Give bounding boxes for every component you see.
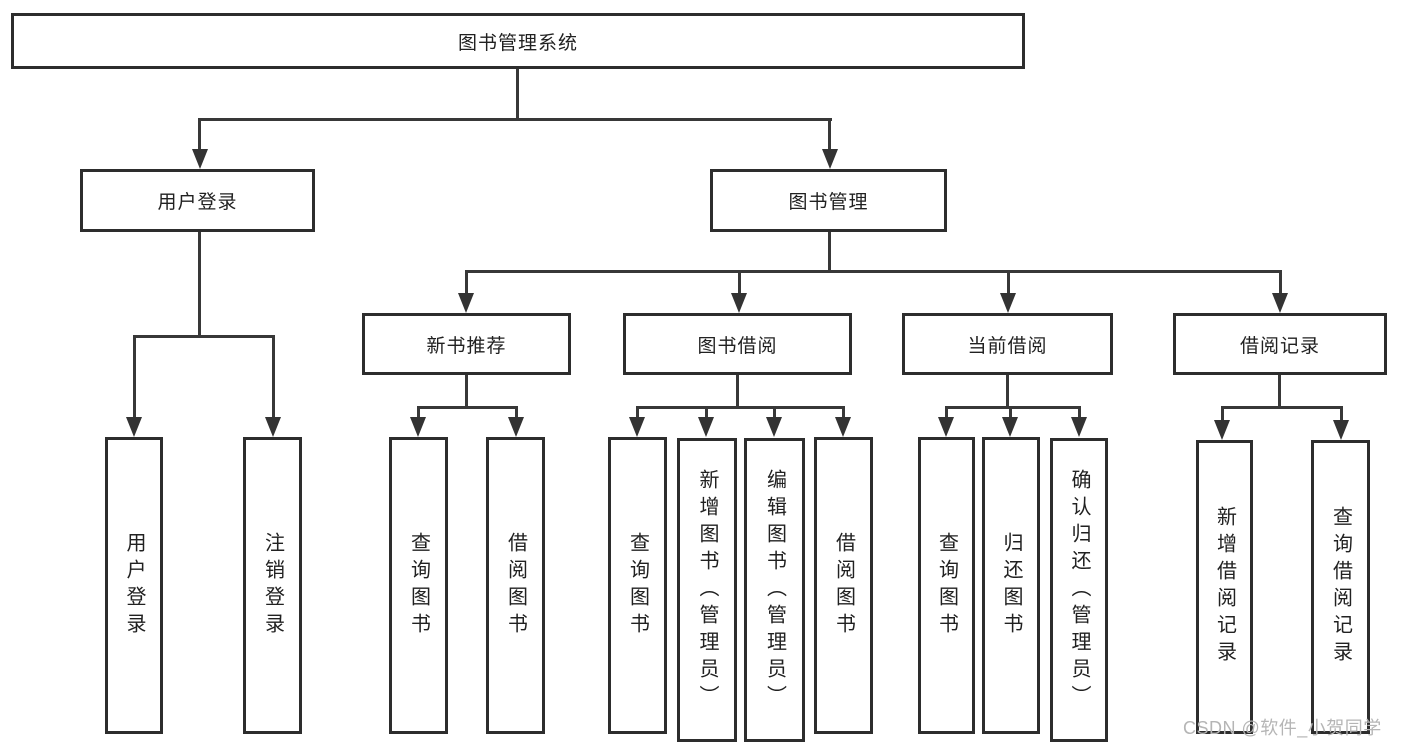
connector-line <box>1006 375 1009 409</box>
csdn-watermark: CSDN @软件_小贺同学 <box>1183 718 1382 738</box>
connector-line <box>705 406 708 420</box>
connector-arrow <box>126 417 142 437</box>
connector-line <box>1340 406 1343 422</box>
connector-line <box>828 118 831 151</box>
connector-line <box>842 406 845 420</box>
leaf-add-book-admin: 新增图书（管理员） <box>677 438 737 742</box>
connector-arrow <box>1214 420 1230 440</box>
connector-line <box>945 406 948 420</box>
connector-arrow <box>410 417 426 437</box>
connector-line <box>417 406 420 420</box>
connector-line <box>636 406 639 420</box>
leaf-confirm-return-admin-label: 确认归还（管理员） <box>1068 468 1090 712</box>
connector-line <box>133 335 136 419</box>
connector-line <box>736 375 739 409</box>
connector-line <box>516 68 519 121</box>
node-user-login-label: 用户登录 <box>157 192 238 213</box>
leaf-borrow-book-recommend-label: 借阅图书 <box>504 531 527 640</box>
leaf-confirm-return-admin: 确认归还（管理员） <box>1050 438 1108 742</box>
leaf-edit-book-admin: 编辑图书（管理员） <box>744 438 805 742</box>
connector-line <box>465 270 468 295</box>
leaf-query-borrow-record-label: 查询借阅记录 <box>1329 506 1352 668</box>
node-new-book-recommend-label: 新书推荐 <box>426 335 507 357</box>
connector-arrow <box>1000 293 1016 313</box>
connector-line <box>1078 406 1081 420</box>
connector-arrow <box>458 293 474 313</box>
connector-line <box>515 406 518 420</box>
leaf-add-borrow-record-label: 新增借阅记录 <box>1213 506 1236 668</box>
leaf-query-book-current-label: 查询图书 <box>935 531 958 640</box>
node-book-borrow: 图书借阅 <box>623 313 852 375</box>
node-new-book-recommend: 新书推荐 <box>362 313 571 375</box>
connector-line <box>1278 375 1281 409</box>
connector-arrow <box>938 417 954 437</box>
leaf-query-book-current: 查询图书 <box>918 437 975 734</box>
node-book-borrow-label: 图书借阅 <box>697 335 778 357</box>
connector-line <box>738 270 741 295</box>
connector-line <box>1007 270 1010 295</box>
leaf-edit-book-admin-label: 编辑图书（管理员） <box>763 468 786 712</box>
node-current-borrow-label: 当前借阅 <box>967 335 1048 357</box>
leaf-logout-label: 注销登录 <box>261 531 284 640</box>
connector-arrow <box>731 293 747 313</box>
node-borrow-records: 借阅记录 <box>1173 313 1387 375</box>
connector-arrow <box>766 417 782 437</box>
leaf-return-book: 归还图书 <box>982 437 1040 734</box>
leaf-user-login: 用户登录 <box>105 437 163 734</box>
connector-arrow <box>1272 293 1288 313</box>
leaf-user-login-label: 用户登录 <box>123 531 145 640</box>
leaf-query-book-recommend: 查询图书 <box>389 437 448 734</box>
node-current-borrow: 当前借阅 <box>902 313 1113 375</box>
node-book-management-label: 图书管理 <box>788 192 869 213</box>
connector-line <box>1009 406 1012 420</box>
connector-line <box>198 118 832 121</box>
leaf-add-book-admin-label: 新增图书（管理员） <box>696 468 718 712</box>
connector-line <box>773 406 776 420</box>
connector-line <box>198 232 201 338</box>
node-root: 图书管理系统 <box>11 13 1025 69</box>
leaf-query-book-borrow-label: 查询图书 <box>626 531 649 640</box>
connector-arrow <box>835 417 851 437</box>
connector-arrow <box>1071 417 1087 437</box>
connector-arrow <box>698 417 714 437</box>
connector-arrow <box>192 149 208 169</box>
connector-line <box>417 406 518 409</box>
leaf-add-borrow-record: 新增借阅记录 <box>1196 440 1253 734</box>
leaf-borrow-book-recommend: 借阅图书 <box>486 437 545 734</box>
connector-arrow <box>508 417 524 437</box>
leaf-query-borrow-record: 查询借阅记录 <box>1311 440 1370 734</box>
connector-line <box>636 406 845 409</box>
connector-line <box>198 118 201 151</box>
connector-arrow <box>265 417 281 437</box>
leaf-borrow-book-label: 借阅图书 <box>832 531 855 640</box>
node-book-management: 图书管理 <box>710 169 947 232</box>
node-root-label: 图书管理系统 <box>457 32 578 54</box>
node-user-login: 用户登录 <box>80 169 315 232</box>
connector-line <box>1221 406 1224 422</box>
connector-arrow <box>1002 417 1018 437</box>
leaf-query-book-borrow: 查询图书 <box>608 437 667 734</box>
leaf-return-book-label: 归还图书 <box>1000 531 1022 640</box>
connector-line <box>828 232 831 273</box>
leaf-query-book-recommend-label: 查询图书 <box>407 531 430 640</box>
connector-line <box>465 270 1282 273</box>
leaf-borrow-book: 借阅图书 <box>814 437 873 734</box>
node-borrow-records-label: 借阅记录 <box>1239 335 1320 357</box>
connector-line <box>465 375 468 409</box>
connector-arrow <box>629 417 645 437</box>
connector-line <box>1221 406 1343 409</box>
connector-line <box>133 335 275 338</box>
connector-arrow <box>822 149 838 169</box>
connector-arrow <box>1333 420 1349 440</box>
connector-line <box>945 406 1081 409</box>
connector-line <box>1279 270 1282 295</box>
connector-line <box>272 335 275 419</box>
leaf-logout: 注销登录 <box>243 437 302 734</box>
